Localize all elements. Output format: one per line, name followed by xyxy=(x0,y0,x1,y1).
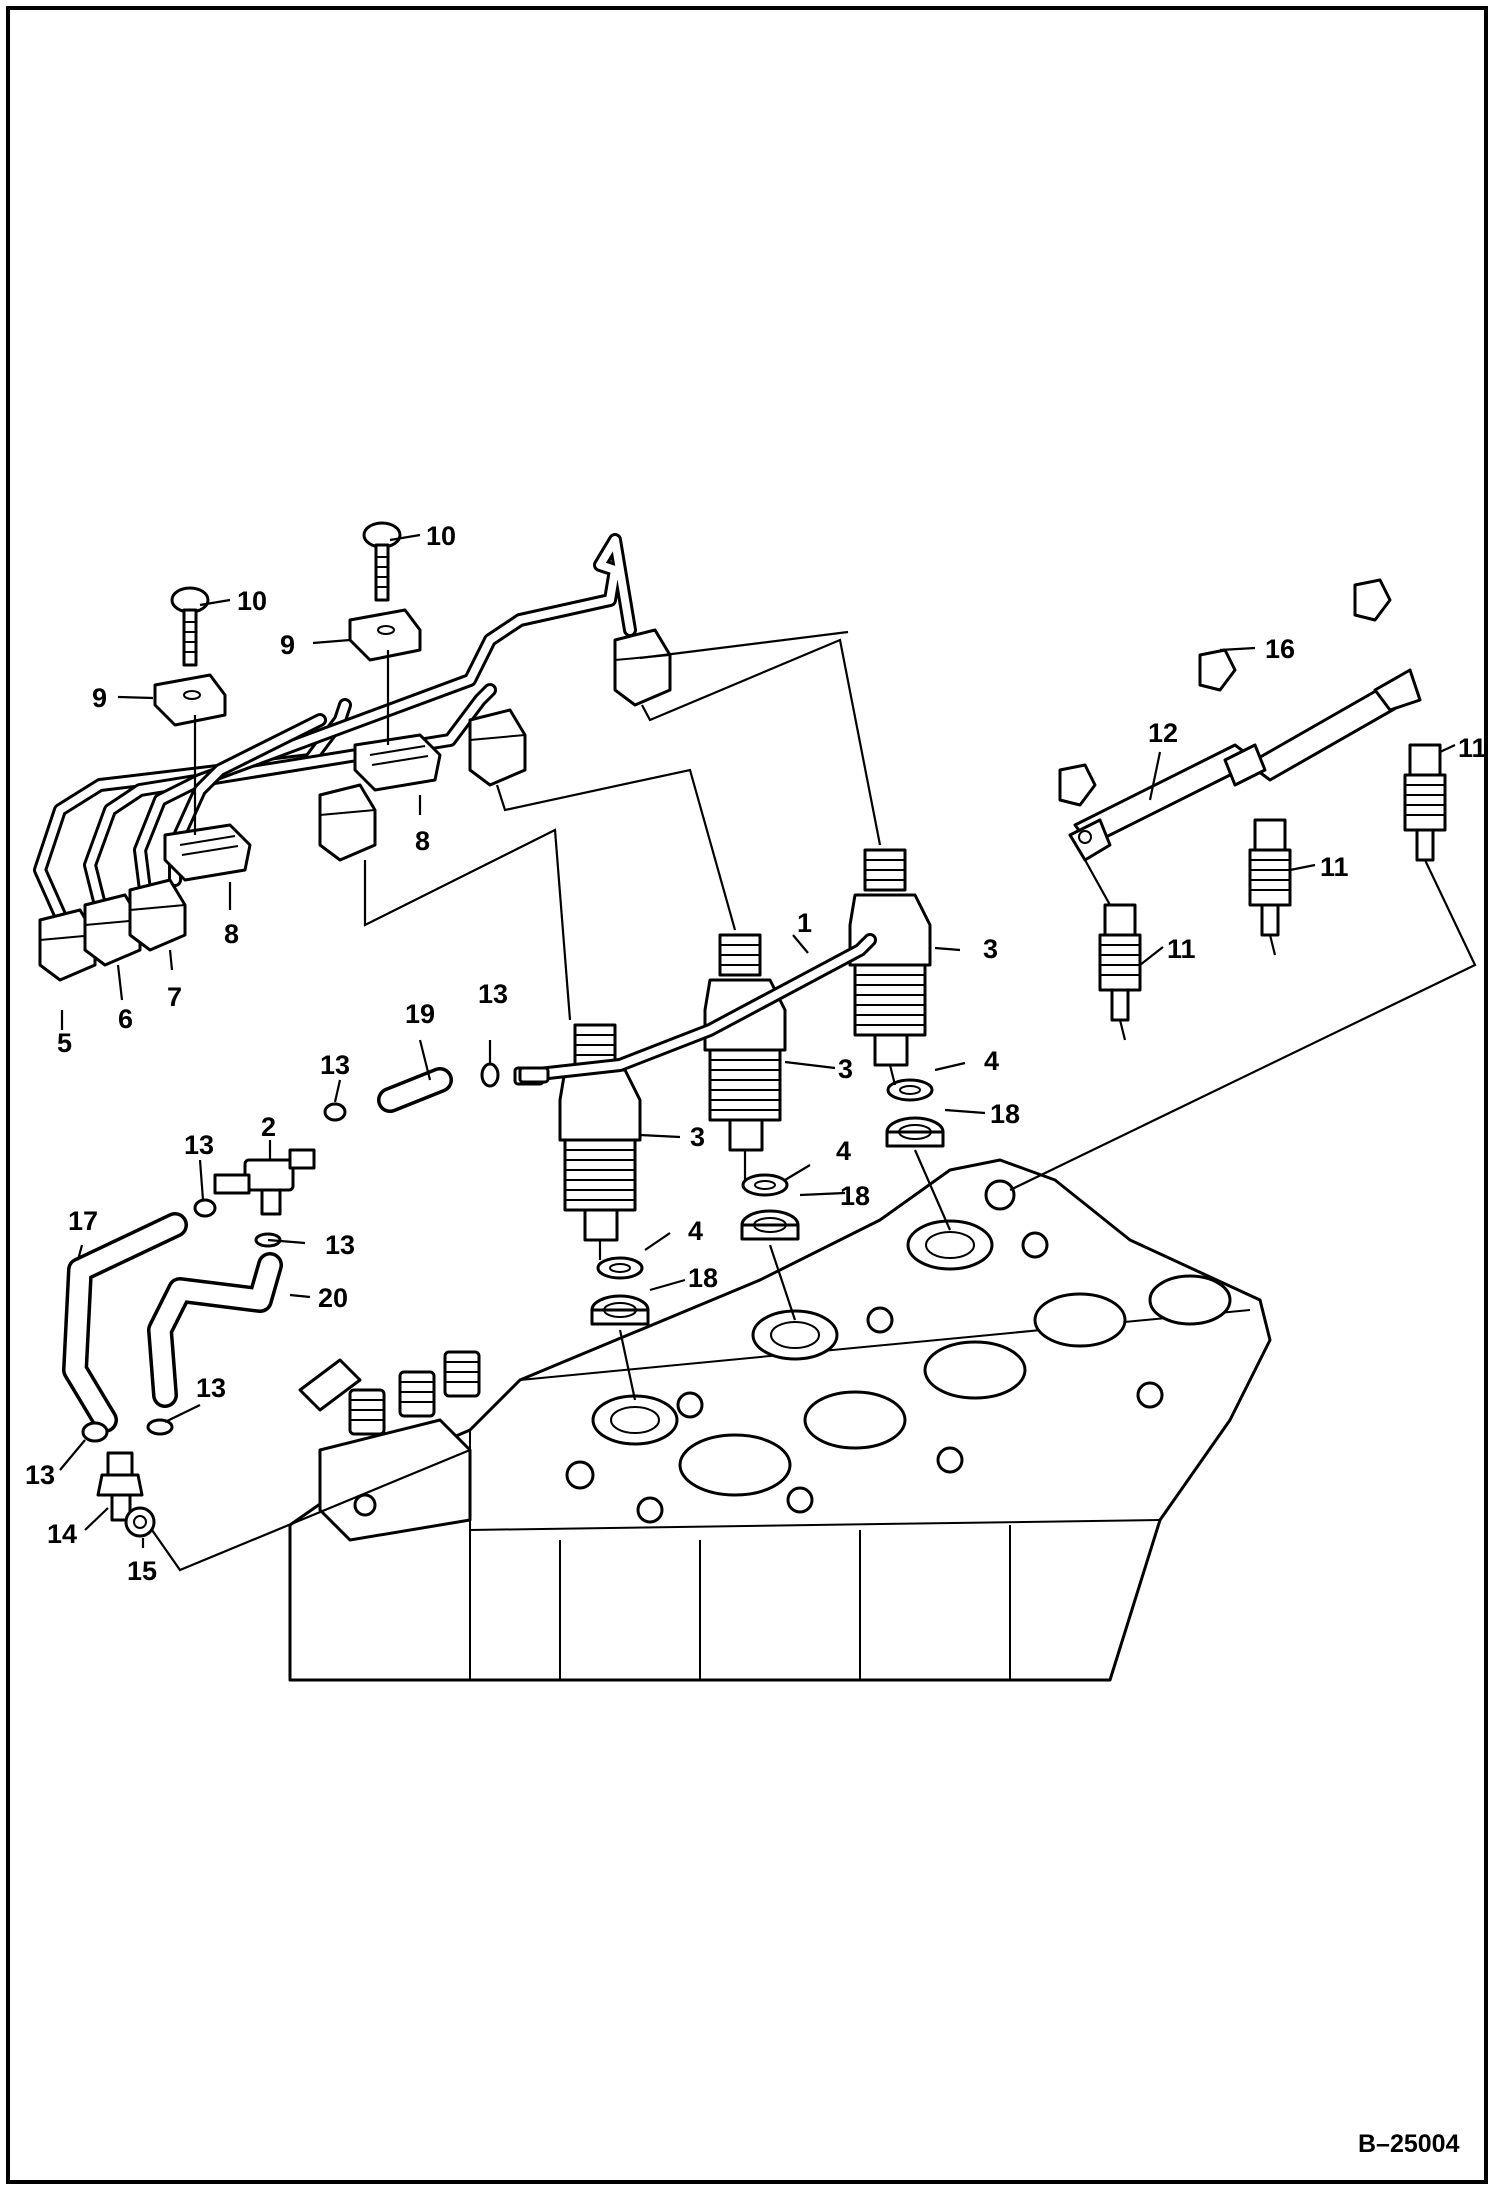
callout-14: 14 xyxy=(47,1519,77,1549)
callout-13-d: 13 xyxy=(325,1230,355,1260)
callout-leaders xyxy=(59,533,1456,1548)
callout-5: 5 xyxy=(57,1028,72,1058)
glow-plug-11-mid xyxy=(1248,818,1292,937)
nut-16-c xyxy=(1353,578,1392,622)
injector-3-right xyxy=(848,848,932,1067)
callout-16: 16 xyxy=(1265,634,1295,664)
clamp-9-right xyxy=(348,608,422,662)
callout-9-left: 9 xyxy=(92,683,107,713)
clamp-9-left xyxy=(153,673,227,727)
drawing-border xyxy=(6,6,1488,2184)
injection-pipes xyxy=(33,533,637,922)
tee-fitting-2 xyxy=(213,1148,316,1216)
injector-3-mid xyxy=(703,933,787,1152)
callout-3-right: 3 xyxy=(983,934,998,964)
callout-labels: 1 2 3 3 3 4 4 4 5 6 7 8 8 9 9 10 10 11 1… xyxy=(25,521,1487,1586)
callout-20: 20 xyxy=(318,1283,348,1313)
callout-11-right: 11 xyxy=(1458,733,1487,763)
callout-18-right: 18 xyxy=(990,1099,1020,1129)
washer-4-mid xyxy=(741,1173,789,1197)
callout-10-left: 10 xyxy=(237,586,267,616)
callout-10-right: 10 xyxy=(426,521,456,551)
pipe-nut-upper-right xyxy=(613,628,672,707)
clamp-8-right xyxy=(353,733,442,792)
washer-15 xyxy=(124,1506,156,1538)
callout-17: 17 xyxy=(68,1206,98,1236)
callout-13-a: 13 xyxy=(478,979,508,1009)
seal-18-right xyxy=(885,1116,945,1148)
glow-plug-bar-12 xyxy=(1068,668,1422,862)
pipe-nut-upper-left xyxy=(318,783,377,862)
seal-18-left xyxy=(590,1294,650,1326)
callout-19: 19 xyxy=(405,999,435,1029)
callout-3-left: 3 xyxy=(690,1122,705,1152)
seal-18-mid xyxy=(740,1209,800,1241)
callout-8-right: 8 xyxy=(415,826,430,856)
callout-13-e: 13 xyxy=(196,1373,226,1403)
callout-1: 1 xyxy=(797,908,812,938)
callout-13-f: 13 xyxy=(25,1460,55,1490)
callout-6: 6 xyxy=(118,1004,133,1034)
callout-12: 12 xyxy=(1148,718,1178,748)
callout-15: 15 xyxy=(127,1556,157,1586)
nut-16-a xyxy=(1058,763,1097,807)
callout-3-mid: 3 xyxy=(838,1054,853,1084)
nut-16-b xyxy=(1198,648,1237,692)
drawing-reference-number: B–25004 xyxy=(1358,2130,1460,2158)
pipe-nut-7 xyxy=(128,878,187,952)
callout-18-left: 18 xyxy=(688,1263,718,1293)
bolt-10-right xyxy=(362,521,402,602)
callout-2: 2 xyxy=(261,1112,276,1142)
clamp-8-left xyxy=(163,823,252,882)
callout-7: 7 xyxy=(167,982,182,1012)
glow-plug-11-right xyxy=(1403,743,1447,862)
callout-11-mid: 11 xyxy=(1320,852,1349,882)
callout-13-c: 13 xyxy=(184,1130,214,1160)
callout-4-mid: 4 xyxy=(836,1136,851,1166)
callout-11-left: 11 xyxy=(1167,934,1196,964)
callout-13-b: 13 xyxy=(320,1050,350,1080)
callout-4-right: 4 xyxy=(984,1046,999,1076)
glow-plug-11-left xyxy=(1098,903,1142,1022)
callout-4-left: 4 xyxy=(688,1216,703,1246)
pipe-nut-5 xyxy=(38,908,97,982)
bolt-10-left xyxy=(170,586,210,667)
fitting-14 xyxy=(96,1451,144,1522)
pipe-nut-upper-mid xyxy=(468,708,527,787)
callout-9-right: 9 xyxy=(280,630,295,660)
callout-18-mid: 18 xyxy=(840,1181,870,1211)
washer-4-right xyxy=(886,1078,934,1102)
clip-13 xyxy=(81,1062,500,1443)
injector-3-left xyxy=(558,1023,642,1242)
cylinder-head xyxy=(288,1158,1272,1682)
callout-8-left: 8 xyxy=(224,919,239,949)
washer-4-left xyxy=(596,1256,644,1280)
